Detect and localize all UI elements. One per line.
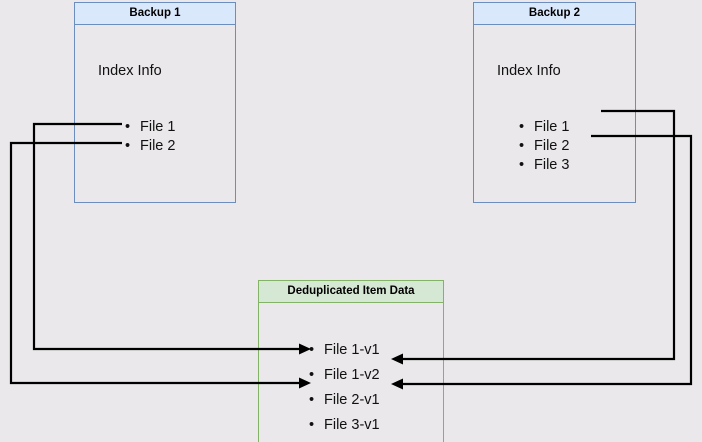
list-item[interactable]: File 2-v1 — [309, 388, 380, 413]
node-backup-1[interactable]: Backup 1 Index Info File 1 File 2 — [74, 2, 236, 203]
node-backup-1-body: Index Info File 1 File 2 — [75, 25, 235, 202]
backup-2-file-list: File 1 File 2 File 3 — [519, 118, 569, 175]
node-deduplicated-item-data-body: File 1-v1 File 1-v2 File 2-v1 File 3-v1 — [259, 303, 443, 442]
node-backup-2-body: Index Info File 1 File 2 File 3 — [474, 25, 635, 202]
list-item[interactable]: File 3-v1 — [309, 413, 380, 438]
list-item[interactable]: File 1-v2 — [309, 363, 380, 388]
list-item[interactable]: File 2 — [519, 137, 569, 156]
list-item[interactable]: File 2 — [125, 137, 175, 156]
backup-1-file-list: File 1 File 2 — [125, 118, 175, 156]
list-item[interactable]: File 1 — [125, 118, 175, 137]
list-item[interactable]: File 3 — [519, 156, 569, 175]
backup-1-index-info-label: Index Info — [98, 63, 162, 79]
node-backup-2-title: Backup 2 — [474, 3, 635, 25]
list-item[interactable]: File 1-v1 — [309, 338, 380, 363]
node-backup-2[interactable]: Backup 2 Index Info File 1 File 2 File 3 — [473, 2, 636, 203]
list-item[interactable]: File 1 — [519, 118, 569, 137]
backup-2-index-info-label: Index Info — [497, 63, 561, 79]
node-backup-1-title: Backup 1 — [75, 3, 235, 25]
node-deduplicated-item-data[interactable]: Deduplicated Item Data File 1-v1 File 1-… — [258, 280, 444, 442]
node-deduplicated-item-data-title: Deduplicated Item Data — [259, 281, 443, 303]
dedup-item-list: File 1-v1 File 1-v2 File 2-v1 File 3-v1 — [309, 338, 380, 438]
